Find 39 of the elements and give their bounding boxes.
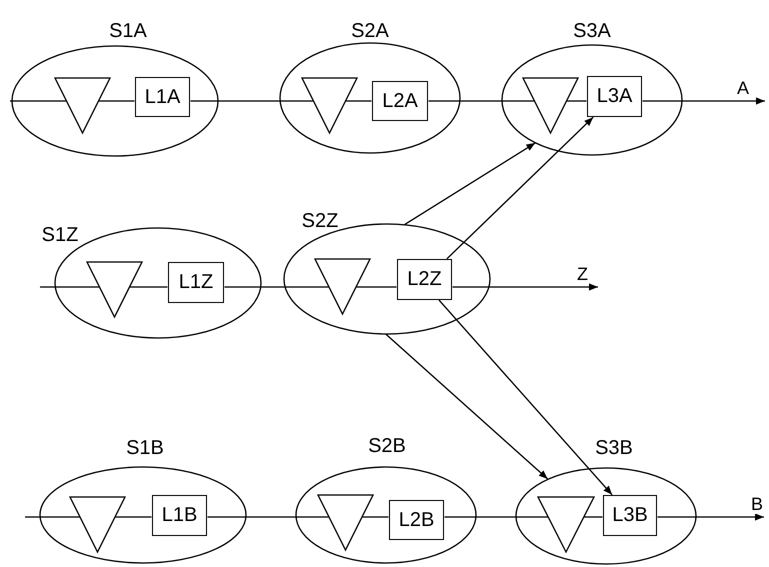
station-label: S1B <box>125 437 165 459</box>
arrow <box>385 334 548 480</box>
station-label: S2B <box>367 435 407 457</box>
connector-line <box>40 286 100 288</box>
connector-line <box>116 516 152 518</box>
connector-line <box>444 516 548 518</box>
connector-line <box>584 516 602 518</box>
connector-line <box>130 286 168 288</box>
labeled-box: L2Z <box>397 259 452 300</box>
connector-line <box>356 286 396 288</box>
labeled-box: L1A <box>135 77 190 117</box>
arrow <box>438 300 613 496</box>
station-label: S3B <box>594 437 634 459</box>
connector-line <box>208 516 328 518</box>
arrow <box>658 513 764 521</box>
labeled-box: L2A <box>372 81 428 121</box>
connector-line <box>99 100 134 102</box>
arrow <box>452 283 598 291</box>
labeled-box: L2B <box>389 500 444 540</box>
connector-line <box>190 100 313 102</box>
station-label: S2A <box>350 20 390 42</box>
connector-line <box>346 100 372 102</box>
arrow <box>446 116 594 260</box>
connector-line <box>567 100 586 102</box>
connector-line <box>362 516 388 518</box>
connector-line <box>10 100 66 102</box>
connector-line <box>224 286 328 288</box>
arrow <box>642 97 765 105</box>
labeled-box: L3A <box>587 76 642 117</box>
station-label: S3A <box>572 20 612 42</box>
labeled-box: L3B <box>603 495 657 536</box>
connector-line <box>25 516 80 518</box>
station-label: S1A <box>108 20 148 42</box>
station-label: S2Z <box>300 210 340 232</box>
station-label: S1Z <box>40 224 80 246</box>
labeled-box: L1Z <box>168 262 224 303</box>
arrow <box>404 142 536 226</box>
connector-line <box>428 100 534 102</box>
labeled-box: L1B <box>152 495 207 536</box>
